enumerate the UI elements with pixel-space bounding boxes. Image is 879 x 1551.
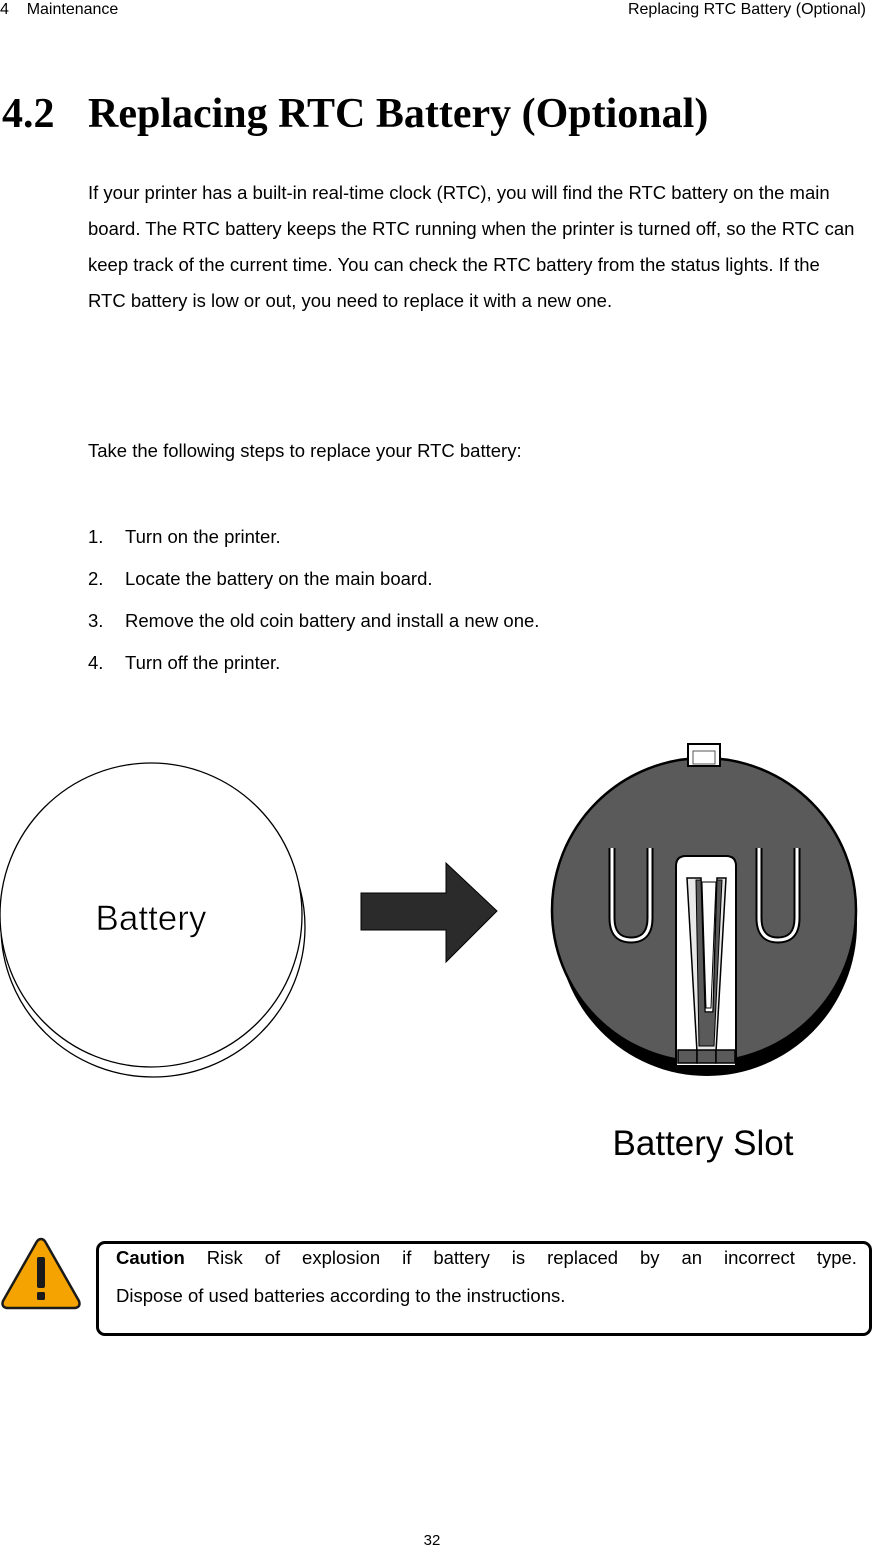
step-text: Locate the battery on the main board.: [125, 568, 433, 589]
caution-word: of: [264, 1247, 281, 1268]
caution-word: by: [639, 1247, 660, 1268]
step-number: 1.: [88, 526, 104, 547]
step-text: Turn off the printer.: [125, 652, 281, 673]
caution-word: explosion: [302, 1247, 381, 1268]
coin-battery-icon: Battery: [0, 762, 306, 1078]
section-number: 4.2: [2, 91, 55, 137]
step-text: Remove the old coin battery and install …: [125, 610, 540, 631]
list-item: 1. Turn on the printer.: [88, 519, 539, 561]
step-text: Turn on the printer.: [125, 526, 281, 547]
steps-lead: Take the following steps to replace your…: [88, 440, 522, 461]
caution-word: if: [402, 1247, 412, 1268]
caution-word: Risk: [206, 1247, 243, 1268]
battery-slot-label: Battery Slot: [613, 1124, 794, 1163]
list-item: 3. Remove the old coin battery and instal…: [88, 603, 539, 645]
step-number: 2.: [88, 568, 104, 589]
battery-slot-icon: [550, 743, 858, 1076]
page-number: 32: [423, 1532, 441, 1549]
section-heading: 4.2 Replacing RTC Battery (Optional): [2, 86, 708, 142]
caution-box: Caution Risk of explosion if battery is …: [96, 1241, 872, 1336]
caution-word: replaced: [547, 1247, 619, 1268]
header-section-title: Replacing RTC Battery (Optional): [627, 1, 866, 18]
battery-label: Battery: [96, 899, 207, 938]
list-item: 2. Locate the battery on the main board.: [88, 561, 539, 603]
header-chapter-title: Maintenance: [26, 1, 119, 18]
battery-replacement-illustration: Battery Battery Slot: [0, 743, 858, 1163]
steps-list: 1. Turn on the printer. 2. Locate the batt…: [88, 519, 539, 687]
caution-word: battery: [433, 1247, 490, 1268]
caution-word: type.: [816, 1247, 857, 1268]
caution-line-1: Caution Risk of explosion if battery is …: [116, 1239, 857, 1277]
arrow-right-icon: [360, 861, 498, 964]
running-header: 4 Maintenance Replacing RTC Battery (Opt…: [0, 0, 866, 24]
caution-word: incorrect: [723, 1247, 795, 1268]
caution-word: an: [681, 1247, 703, 1268]
section-title: Replacing RTC Battery (Optional): [88, 91, 709, 137]
step-number: 4.: [88, 652, 104, 673]
header-chapter: 4 Maintenance: [0, 0, 118, 20]
intro-paragraph: If your printer has a built-in real-time…: [88, 182, 855, 311]
warning-triangle-icon: [1, 1237, 81, 1310]
caution-line-2: Dispose of used batteries according to t…: [116, 1285, 566, 1306]
list-item: 4. Turn off the printer.: [88, 645, 539, 687]
header-chapter-number: 4: [0, 1, 9, 18]
caution-word: is: [511, 1247, 526, 1268]
step-number: 3.: [88, 610, 104, 631]
caution-label: Caution: [116, 1247, 185, 1268]
